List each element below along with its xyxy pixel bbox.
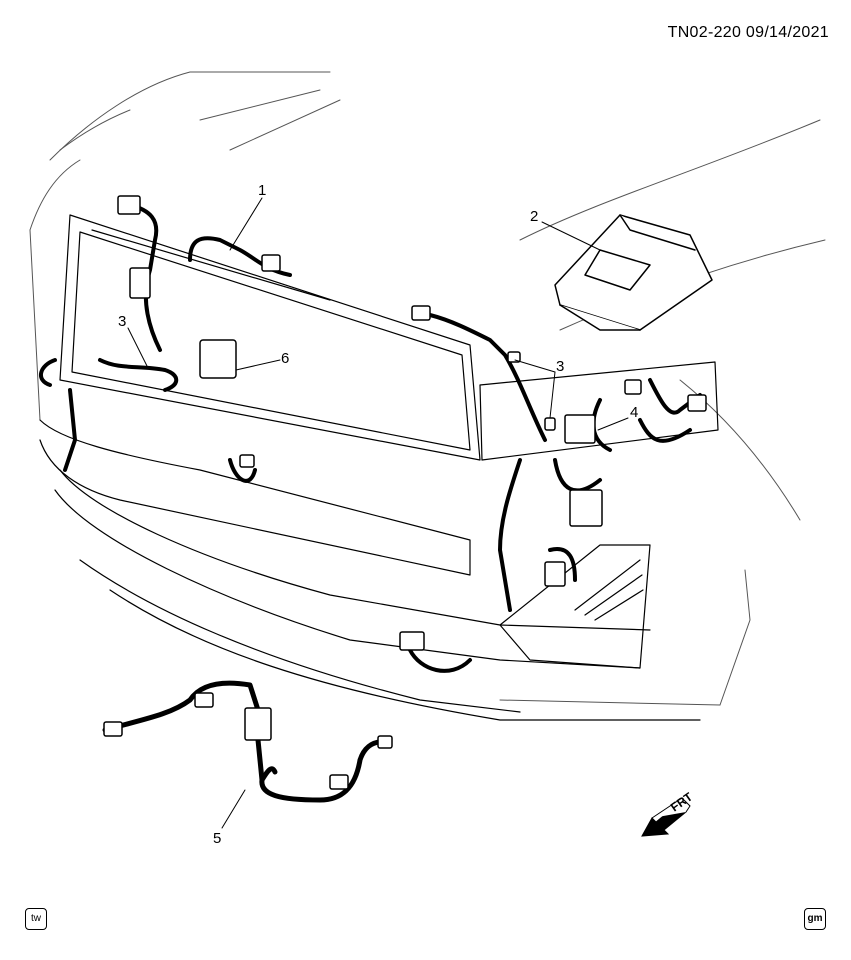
callout-3-right: 3 — [556, 358, 565, 375]
front-direction-arrow-icon — [641, 797, 691, 837]
tw-badge-icon: tw — [25, 908, 47, 930]
callout-4: 4 — [630, 404, 639, 421]
callout-3-left: 3 — [118, 313, 127, 330]
callout-leader-lines — [127, 197, 629, 829]
grille-frame — [59, 214, 719, 461]
callout-6: 6 — [281, 350, 290, 367]
vehicle-body-outline — [29, 71, 826, 706]
callout-5: 5 — [213, 830, 222, 847]
callout-1: 1 — [258, 182, 267, 199]
control-module — [554, 214, 713, 331]
fog-lamp-harness — [102, 680, 393, 803]
diagram-id-date: TN02-220 09/14/2021 — [667, 24, 829, 41]
front-bumper — [39, 419, 701, 721]
fog-lamp-harness-connectors — [103, 692, 393, 790]
gm-logo-icon: gm — [804, 908, 826, 930]
callout-2: 2 — [530, 208, 539, 225]
harness-connectors — [117, 195, 707, 651]
